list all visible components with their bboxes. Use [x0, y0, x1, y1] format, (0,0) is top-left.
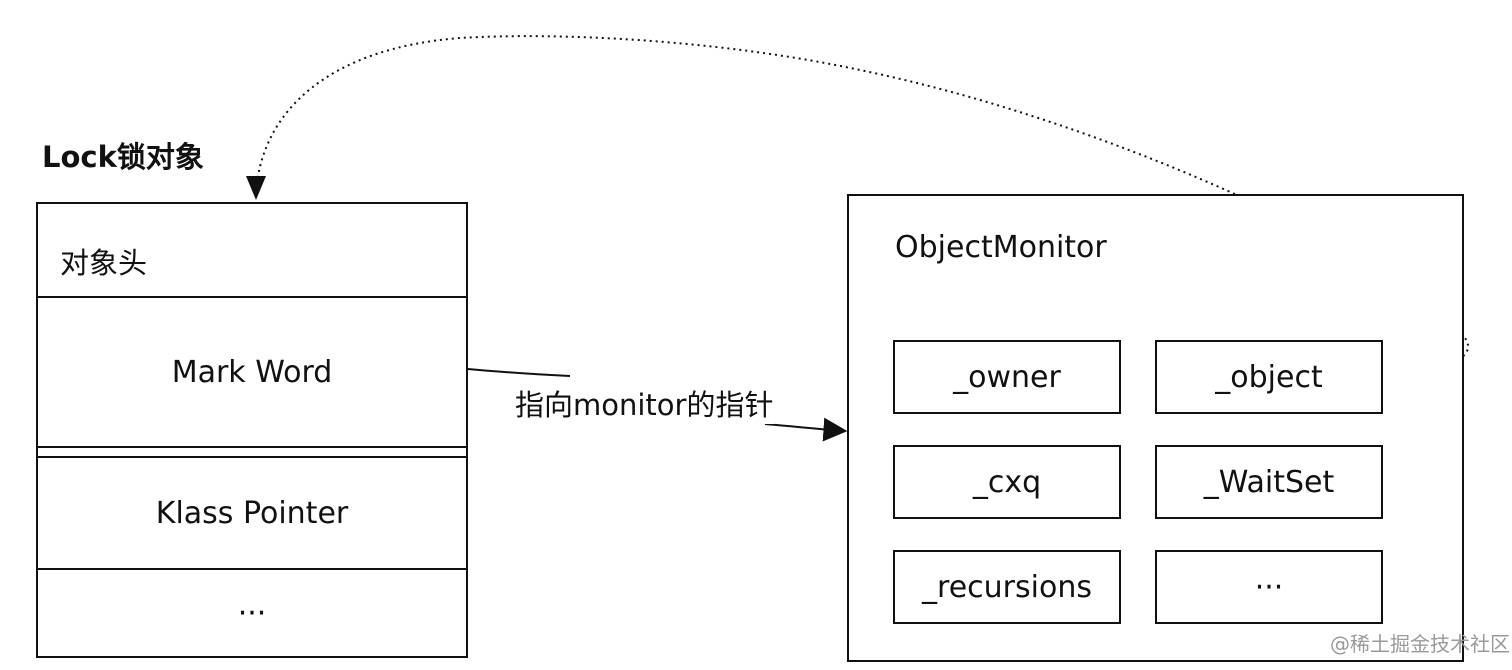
owner-field-label: _owner [953, 359, 1061, 395]
watermark: @稀土掘金技术社区 [1330, 632, 1510, 656]
pointer-arrow [764, 417, 848, 442]
object-monitor-title: ObjectMonitor [895, 230, 1107, 265]
ellipsis-row: ··· [38, 568, 466, 656]
ellipsis-field: ··· [1155, 550, 1383, 624]
waitset-field: _WaitSet [1155, 445, 1383, 519]
object-field-label: _object [1215, 359, 1323, 395]
klass-pointer-label: Klass Pointer [155, 495, 349, 531]
pointer-label: 指向monitor的指针 [513, 382, 776, 424]
object-monitor-box: ObjectMonitor _owner _object _cxq _WaitS… [847, 194, 1464, 662]
owner-field: _owner [893, 340, 1121, 414]
object-back-reference-line [255, 35, 1470, 377]
object-header-label: 对象头 [60, 246, 148, 280]
pointer-line-start [467, 368, 571, 377]
mark-word-row: Mark Word [38, 296, 466, 446]
recursions-field: _recursions [893, 550, 1121, 624]
object-field: _object [1155, 340, 1383, 414]
object-back-reference-arrowhead [246, 176, 266, 200]
mark-word-label: Mark Word [171, 354, 333, 390]
waitset-field-label: _WaitSet [1203, 464, 1335, 500]
ellipsis-label: ··· [237, 595, 267, 631]
row-divider [38, 446, 466, 458]
klass-pointer-row: Klass Pointer [38, 456, 466, 568]
cxq-field: _cxq [893, 445, 1121, 519]
cxq-field-label: _cxq [972, 464, 1042, 500]
ellipsis-field-label: ··· [1254, 569, 1284, 605]
lock-object-title: Lock锁对象 [42, 140, 204, 174]
lock-object-box: 对象头 Mark Word Klass Pointer ··· [36, 202, 468, 658]
recursions-field-label: _recursions [922, 569, 1092, 605]
